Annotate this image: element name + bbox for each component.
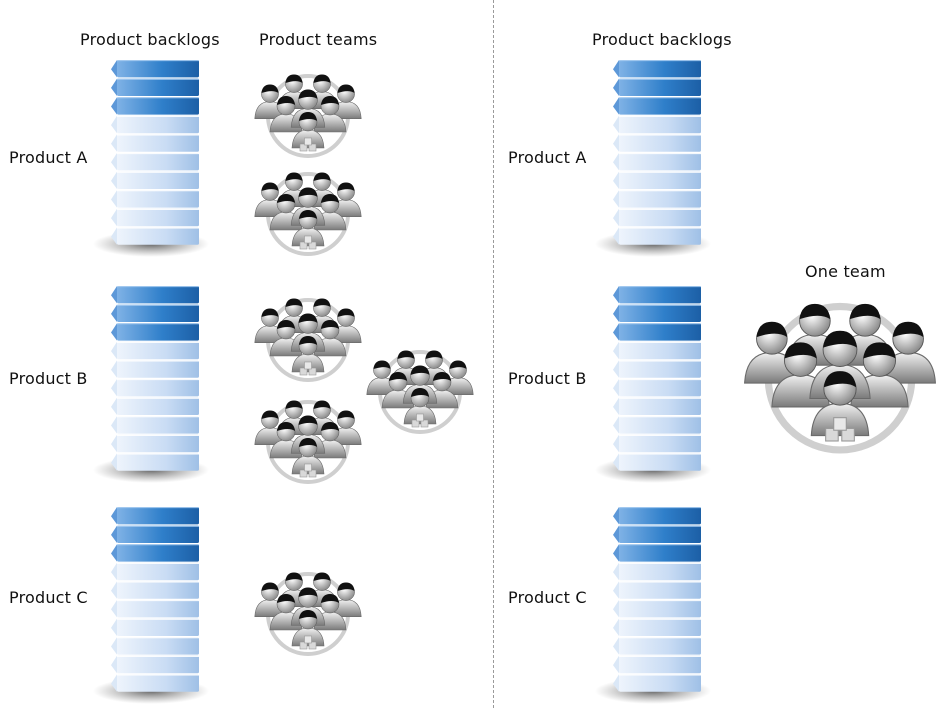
team-group-icon (366, 350, 474, 434)
backlog-stack-icon (595, 60, 711, 257)
left-teams-header: Product teams (259, 30, 378, 49)
right-product-c-label: Product C (508, 588, 587, 607)
left-product-c-label: Product C (9, 588, 88, 607)
backlog-stack-icon (93, 507, 209, 704)
backlog-stack-icon (595, 507, 711, 704)
backlog-stack-icon (595, 286, 711, 483)
backlog-stack-icon (93, 60, 209, 257)
team-group-icon (254, 298, 362, 382)
left-product-b-label: Product B (9, 369, 88, 388)
team-group-icon (254, 400, 362, 484)
one-team-label: One team (805, 262, 886, 281)
left-backlogs-header: Product backlogs (80, 30, 220, 49)
team-group-icon (254, 172, 362, 256)
team-group-icon (254, 572, 362, 656)
divider-line (493, 0, 494, 708)
right-product-b-label: Product B (508, 369, 587, 388)
right-backlogs-header: Product backlogs (592, 30, 732, 49)
right-product-a-label: Product A (508, 148, 587, 167)
team-group-icon (744, 302, 936, 454)
backlog-stack-icon (93, 286, 209, 483)
left-product-a-label: Product A (9, 148, 88, 167)
team-group-icon (254, 74, 362, 158)
